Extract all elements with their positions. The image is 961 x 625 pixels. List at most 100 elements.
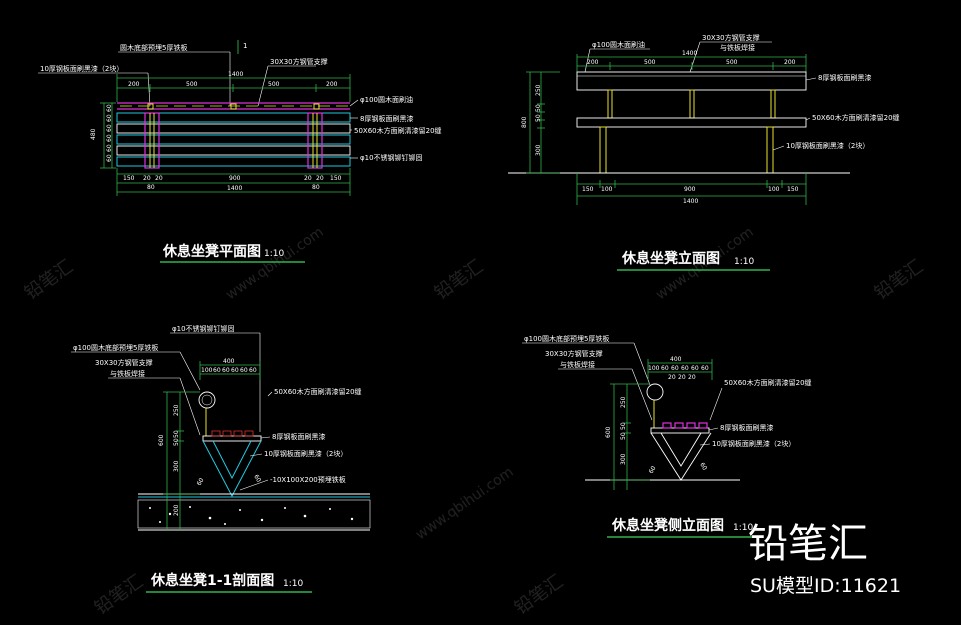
- elev-bottom-total: 1400: [683, 198, 698, 205]
- side-top-dim: 100: [648, 365, 660, 372]
- sec-left-dim: 300: [173, 460, 180, 472]
- plan-right-note-2: 8厚钢板面刷黑漆: [360, 114, 413, 123]
- sec-angle: 60: [252, 474, 262, 484]
- elev-left-total: 800: [521, 116, 528, 128]
- plan-right-note-1: φ100圆木面刷油: [360, 95, 413, 104]
- side-scale: 1:10: [733, 523, 753, 533]
- side-left-dim: 300: [620, 453, 627, 465]
- elev-right-note-1: 8厚钢板面刷黑漆: [818, 73, 871, 82]
- brand-logo-text: 铅笔汇: [748, 521, 868, 567]
- plan-view: 圆木底部预埋5厚铁板 10厚钢板面刷黑漆（2块） 30X30方钢管支撑 1 14…: [38, 40, 442, 263]
- sec-left-dim: 50: [173, 430, 180, 438]
- elevation-view: φ100圆木面刷油 30X30方钢管支撑 与铁板焊接 1400 200 500 …: [508, 33, 900, 271]
- watermark-url: www.qbihui.com: [413, 464, 517, 543]
- elev-left-dim: 250: [535, 84, 542, 96]
- plan-top-dim: 200: [326, 81, 338, 88]
- side-left-total: 600: [605, 426, 612, 438]
- sec-top-dim: 100: [201, 367, 213, 374]
- sec-top-total: 400: [223, 358, 235, 365]
- plan-top-dim: 500: [268, 81, 280, 88]
- watermark-tile: 铅笔汇: [871, 256, 927, 304]
- elev-bottom-dim: 900: [684, 186, 696, 193]
- elev-top-dim: 500: [726, 59, 738, 66]
- plan-left-dim: 60: [106, 114, 113, 122]
- plan-bottom-dim: 20: [143, 175, 151, 182]
- elev-title: 休息坐凳立面图: [621, 250, 720, 267]
- watermark-tile: 铅笔汇: [431, 256, 487, 304]
- side-note-1: φ100圆木底部预埋5厚铁板: [524, 334, 609, 343]
- sec-scale: 1:10: [283, 579, 303, 589]
- side-top-dim: 60: [661, 365, 669, 372]
- plan-top-total: 1400: [228, 71, 243, 78]
- section-gravel: [149, 506, 354, 525]
- sec-top-dim: 60: [249, 367, 257, 374]
- side-top-sub: 20: [668, 374, 676, 381]
- sec-left-dim: 50: [173, 438, 180, 446]
- watermark-tile: 铅笔汇: [91, 571, 147, 619]
- elev-top-note-3: 与铁板焊接: [720, 43, 755, 52]
- side-angle: 60: [698, 462, 708, 472]
- sec-left-total: 600: [158, 434, 165, 446]
- sec-right-note-1: 50X60木方面刷清漆留20缝: [274, 387, 362, 396]
- sec-note-1: φ10不锈钢铆钉铆固: [172, 324, 235, 333]
- plan-note-1: 圆木底部预埋5厚铁板: [120, 43, 187, 52]
- side-title: 休息坐凳侧立面图: [611, 517, 724, 534]
- plan-slats: [116, 112, 351, 167]
- plan-top-dim: 200: [128, 81, 140, 88]
- sec-right-note-3: 10厚钢板面刷黑漆（2块）: [264, 449, 347, 458]
- elev-bottom-dim: 150: [787, 186, 799, 193]
- sec-note-4: 与铁板焊接: [110, 369, 145, 378]
- elev-bottom-dim: 100: [601, 186, 613, 193]
- elev-left-dim: 50: [535, 114, 542, 122]
- watermark-tile: 铅笔汇: [21, 256, 77, 304]
- plan-right-note-4: φ10不锈钢铆钉铆固: [360, 153, 423, 162]
- plan-bottom-dim: 150: [123, 175, 135, 182]
- side-right-note-2: 8厚钢板面刷黑漆: [720, 423, 773, 432]
- watermark-url: www.qbihui.com: [223, 224, 327, 303]
- plan-left-dim: 60: [106, 154, 113, 162]
- section-view: φ10不锈钢铆钉铆固 φ100圆木底部预埋5厚铁板 30X30方钢管支撑 与铁板…: [71, 324, 371, 593]
- side-top-dim: 60: [701, 365, 709, 372]
- plan-top-dim: 500: [186, 81, 198, 88]
- sec-top-dim: 60: [240, 367, 248, 374]
- side-right-note-3: 10厚钢板面刷黑漆（2块）: [712, 439, 795, 448]
- plan-note-3: 30X30方钢管支撑: [270, 57, 328, 66]
- side-angle: 60: [648, 465, 658, 475]
- elev-scale: 1:10: [734, 257, 754, 267]
- watermark-tile: 铅笔汇: [511, 571, 567, 619]
- elev-top-total: 1400: [682, 50, 697, 57]
- plan-scale: 1:10: [264, 249, 284, 259]
- sec-right-note-2: 8厚钢板面刷黑漆: [272, 432, 325, 441]
- elev-bottom-dim: 150: [582, 186, 594, 193]
- sec-top-dim: 60: [222, 367, 230, 374]
- plan-bottom-dim: 150: [330, 175, 342, 182]
- sec-top-dim: 60: [231, 367, 239, 374]
- plan-left-dim: 60: [106, 124, 113, 132]
- sec-note-3: 30X30方钢管支撑: [95, 358, 153, 367]
- side-left-dim: 50: [620, 422, 627, 430]
- sec-angle: 60: [196, 477, 206, 487]
- plan-bottom-sub: 80: [147, 184, 155, 191]
- side-note-2: 30X30方钢管支撑: [545, 349, 603, 358]
- brand-watermark: 铅笔汇 SU模型ID:11621: [748, 521, 901, 597]
- plan-bottom-dim: 20: [155, 175, 163, 182]
- plan-left-dim: 60: [106, 134, 113, 142]
- plan-title: 休息坐凳平面图: [162, 243, 261, 260]
- side-top-sub: 20: [678, 374, 686, 381]
- sec-top-dim: 60: [213, 367, 221, 374]
- side-right-note-1: 50X60木方面刷清漆留20缝: [724, 378, 812, 387]
- sec-left-dim: 250: [173, 404, 180, 416]
- side-top-dim: 60: [691, 365, 699, 372]
- side-top-dim: 60: [681, 365, 689, 372]
- side-view: φ100圆木底部预埋5厚铁板 30X30方钢管支撑 与铁板焊接 400 100 …: [522, 334, 812, 538]
- side-note-3: 与铁板焊接: [560, 360, 595, 369]
- sec-left-dim: 200: [173, 504, 180, 516]
- elev-top-note-1: φ100圆木面刷油: [592, 40, 645, 49]
- elev-top-dim: 500: [644, 59, 656, 66]
- elev-top-dim: 200: [587, 59, 599, 66]
- elev-left-dim: 300: [535, 144, 542, 156]
- elev-top-dim: 200: [784, 59, 796, 66]
- plan-bottom-total: 1400: [227, 185, 242, 192]
- elev-right-note-3: 10厚钢板面刷黑漆（2块）: [786, 141, 869, 150]
